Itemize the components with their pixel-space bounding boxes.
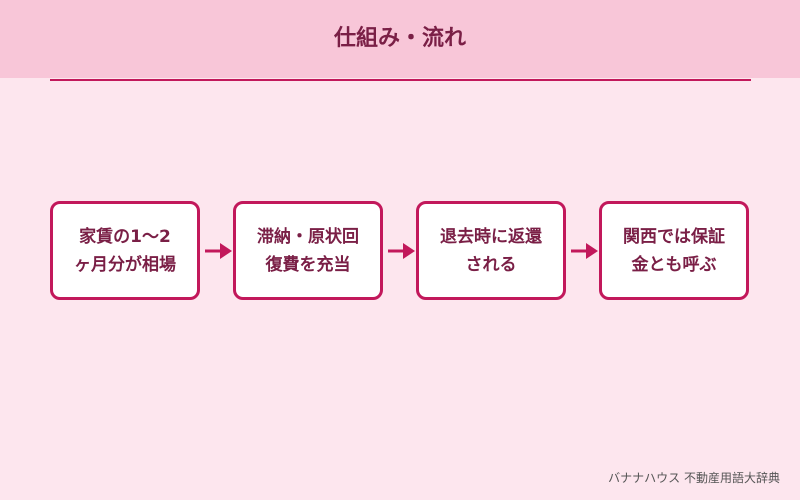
step-box-4: 関西では保証 金とも呼ぶ — [599, 201, 749, 300]
step-3-line-2: される — [465, 254, 517, 275]
header-band — [0, 0, 800, 78]
step-3-line-1: 退去時に返還 — [440, 226, 542, 247]
step-box-2: 滞納・原状回 復費を充当 — [233, 201, 383, 300]
step-2-line-2: 復費を充当 — [265, 254, 351, 275]
step-1-line-1: 家賃の1〜2 — [79, 226, 171, 247]
arrow-right-icon — [571, 243, 598, 259]
footer-credit: バナナハウス 不動産用語大辞典 — [608, 471, 780, 485]
title-divider — [50, 79, 751, 81]
step-1-line-2: ヶ月分が相場 — [74, 254, 176, 275]
step-box-3: 退去時に返還 される — [416, 201, 566, 300]
arrow-right-icon — [205, 243, 232, 259]
step-2-line-1: 滞納・原状回 — [257, 226, 359, 247]
step-4-line-1: 関西では保証 — [623, 226, 725, 247]
page-title: 仕組み・流れ — [333, 26, 466, 51]
arrow-right-icon — [388, 243, 415, 259]
step-4-line-2: 金とも呼ぶ — [631, 254, 717, 275]
step-box-1: 家賃の1〜2 ヶ月分が相場 — [50, 201, 200, 300]
flow-diagram: 家賃の1〜2 ヶ月分が相場 滞納・原状回 復費を充当 退去時に返還 される 関西… — [0, 201, 800, 300]
